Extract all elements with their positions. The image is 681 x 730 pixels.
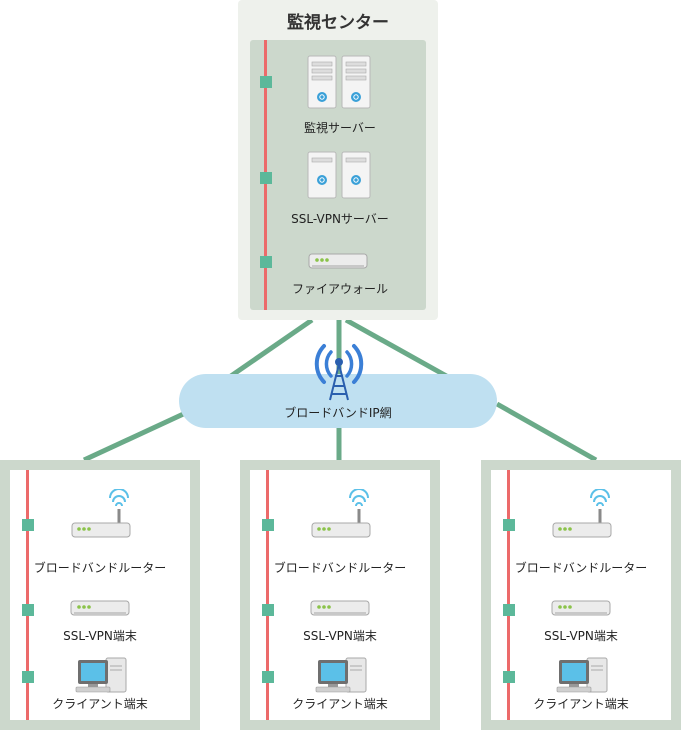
device-label: ブロードバンドルーター <box>33 561 167 575</box>
lan-node <box>503 604 515 616</box>
vpn-device-icon <box>310 600 370 616</box>
network-label: ブロードバンドIP網 <box>284 406 392 420</box>
link-center-cloud-left <box>226 317 314 381</box>
computer-icon <box>75 657 127 693</box>
lan-line <box>266 470 269 720</box>
broadband-network-cloud: ブロードバンドIP網 <box>179 374 497 428</box>
vpn-device-icon <box>551 600 611 616</box>
lan-node <box>503 519 515 531</box>
device-label: SSL-VPNサーバー <box>291 212 389 226</box>
monitoring-center: 監視センター 監視サーバー <box>238 0 438 320</box>
device-label: クライアント端末 <box>292 697 388 711</box>
device-label: SSL-VPN端末 <box>63 629 137 643</box>
lan-node <box>260 172 272 184</box>
router-icon <box>552 489 612 538</box>
lan-line <box>26 470 29 720</box>
device-label: SSL-VPN端末 <box>544 629 618 643</box>
device-label: SSL-VPN端末 <box>303 629 377 643</box>
router-icon <box>71 489 131 538</box>
computer-icon <box>556 657 608 693</box>
device-label: ファイアウォール <box>291 282 388 296</box>
device-label: 監視サーバー <box>304 121 376 135</box>
client-site-1: ブロードバンドルーター SSL-VPN端末 クライアント端末 <box>0 460 200 730</box>
antenna-icon <box>314 344 364 401</box>
router-icon <box>311 489 371 538</box>
monitoring-center-title: 監視センター <box>287 13 389 33</box>
lan-node <box>260 76 272 88</box>
client-site-lan: ブロードバンドルーター SSL-VPN端末 クライアント端末 <box>491 470 671 720</box>
link-center-cloud-right <box>344 317 452 381</box>
link-cloud-site-1 <box>82 407 194 463</box>
lan-node <box>22 604 34 616</box>
lan-node <box>262 604 274 616</box>
device-label: ブロードバンドルーター <box>514 561 648 575</box>
lan-node <box>22 519 34 531</box>
link-cloud-site-3 <box>495 401 598 463</box>
device-label: クライアント端末 <box>533 697 629 711</box>
monitoring-center-lan: 監視サーバー SSL-VPNサーバー ファイアウォール <box>250 40 426 310</box>
computer-icon <box>315 657 367 693</box>
client-site-lan: ブロードバンドルーター SSL-VPN端末 クライアント端末 <box>250 470 430 720</box>
device-label: クライアント端末 <box>52 697 148 711</box>
lan-line <box>507 470 510 720</box>
client-site-2: ブロードバンドルーター SSL-VPN端末 クライアント端末 <box>240 460 440 730</box>
lan-node <box>262 671 274 683</box>
lan-node <box>503 671 515 683</box>
client-site-3: ブロードバンドルーター SSL-VPN端末 クライアント端末 <box>481 460 681 730</box>
lan-node <box>260 256 272 268</box>
client-site-lan: ブロードバンドルーター SSL-VPN端末 クライアント端末 <box>10 470 190 720</box>
vpn-device-icon <box>70 600 130 616</box>
server-icon <box>307 151 371 199</box>
server-icon <box>307 55 371 109</box>
firewall-icon <box>308 253 368 269</box>
device-label: ブロードバンドルーター <box>273 561 407 575</box>
lan-node <box>22 671 34 683</box>
lan-node <box>262 519 274 531</box>
